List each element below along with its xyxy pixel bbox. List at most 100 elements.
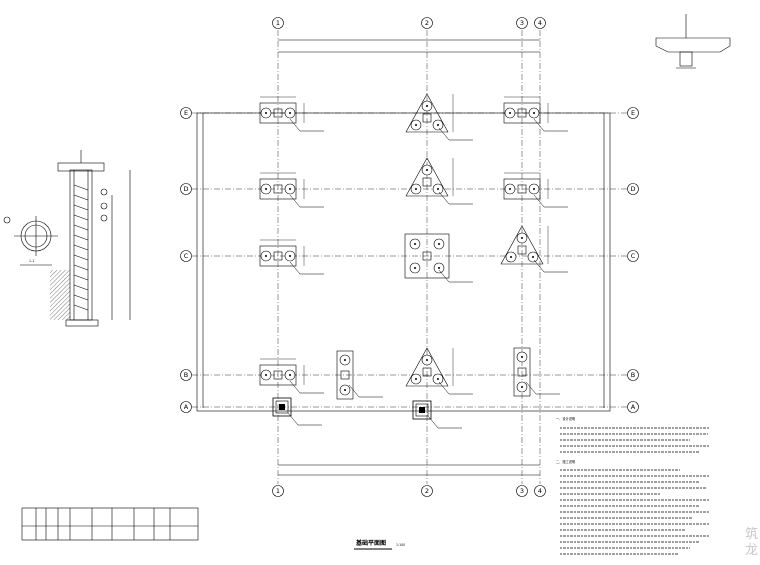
pile-cap-single — [272, 397, 322, 426]
pile-cap-two-pile — [259, 172, 324, 208]
notes-heading-construction: 二、施工说明 — [556, 459, 575, 464]
soil-hatch — [50, 270, 70, 320]
callout-leader — [533, 259, 545, 273]
axis-label-1: 1 — [276, 19, 280, 27]
pile-center — [414, 243, 416, 245]
callout-bubble — [100, 188, 108, 196]
pile-center — [532, 256, 534, 258]
callout-bubble — [3, 216, 11, 224]
axis-bubble-2 — [421, 17, 433, 29]
axis-label-2: 2 — [425, 487, 429, 495]
pile-center — [415, 124, 417, 126]
axis-bubble-C — [627, 250, 639, 262]
column — [517, 184, 527, 194]
callout-leader — [289, 380, 301, 394]
axis-label-3: 3 — [520, 19, 524, 27]
pile-center — [265, 255, 267, 257]
cap-edge-detail — [655, 14, 731, 69]
site-watermark: 筑 龙 — [745, 527, 758, 559]
axis-label-E: E — [184, 109, 188, 117]
pile-cap-vertical — [336, 350, 383, 400]
callout-leader — [438, 127, 450, 141]
pile-cap-two-pile — [259, 96, 324, 132]
pile-center — [289, 112, 291, 114]
axis-label-C: C — [631, 252, 636, 260]
pile-center — [289, 188, 291, 190]
watermark-line-1: 筑 — [744, 527, 758, 542]
axis-label-B: B — [184, 371, 188, 379]
cap-edge-profile — [655, 37, 731, 53]
pile-center — [289, 255, 291, 257]
pile-center — [344, 359, 346, 361]
pile-center — [521, 237, 523, 239]
pile-center — [414, 267, 416, 269]
callout-bubble — [100, 202, 108, 210]
axis-bubble-B — [180, 369, 192, 381]
column — [273, 184, 283, 194]
axis-bubble-1 — [272, 485, 284, 497]
callout-bubble — [100, 214, 108, 222]
callout-leader — [289, 261, 301, 275]
callout-leader — [438, 191, 450, 205]
column — [273, 251, 283, 261]
pile-section-detail — [3, 150, 131, 327]
axis-label-C: C — [184, 252, 189, 260]
axis-bubble-4 — [534, 17, 546, 29]
stirrups — [73, 184, 89, 311]
pile-center — [265, 374, 267, 376]
callout-leader — [289, 118, 301, 132]
pile-center — [510, 256, 512, 258]
pile-cap-two-pile — [259, 358, 324, 394]
axis-bubble-D — [627, 183, 639, 195]
detail-pile — [679, 51, 693, 67]
callout-leader — [287, 412, 299, 426]
column — [422, 113, 432, 123]
axis-bubble-3 — [516, 485, 528, 497]
pile-cap-three-pile — [405, 347, 473, 395]
pile-center — [426, 169, 428, 171]
callout-leader — [427, 415, 439, 429]
pile-center — [521, 386, 523, 388]
pile-cap-four-pile — [404, 233, 473, 283]
axis-label-E: E — [631, 109, 635, 117]
pile-schedule-table — [21, 507, 199, 541]
column — [517, 108, 527, 118]
axis-label-2: 2 — [425, 19, 429, 27]
axis-bubble-A — [627, 401, 639, 413]
pile-center — [533, 112, 535, 114]
column — [340, 370, 350, 380]
axis-label-A: A — [184, 403, 189, 411]
axis-bubble-C — [180, 250, 192, 262]
axis-label-3: 3 — [520, 487, 524, 495]
column — [273, 108, 283, 118]
pile-center — [289, 374, 291, 376]
axis-label-A: A — [631, 403, 636, 411]
callout-leader — [533, 118, 545, 132]
pile-center — [415, 378, 417, 380]
pile-center — [437, 188, 439, 190]
axis-label-D: D — [630, 185, 635, 193]
plan-title: 基础平面图 — [355, 539, 386, 547]
axis-label-1: 1 — [276, 487, 280, 495]
pile-center — [509, 112, 511, 114]
pile-center — [437, 124, 439, 126]
column — [517, 367, 527, 377]
pile-cap-three-pile — [405, 157, 473, 205]
pile-cap-single — [412, 400, 462, 429]
column — [517, 245, 527, 255]
design-notes — [560, 427, 710, 555]
pile-center — [438, 243, 440, 245]
watermark-line-2: 龙 — [744, 543, 758, 558]
pile-cap-vertical — [513, 347, 560, 397]
axis-bubble-2 — [421, 485, 433, 497]
callout-leader — [438, 381, 450, 395]
pile-center — [344, 389, 346, 391]
pile-cap-three-pile — [405, 93, 473, 141]
pile-center — [426, 105, 428, 107]
pile-cap-three-pile — [500, 225, 568, 273]
axis-label-4: 4 — [538, 19, 542, 27]
pile-center — [426, 359, 428, 361]
callout-leader — [348, 384, 360, 398]
